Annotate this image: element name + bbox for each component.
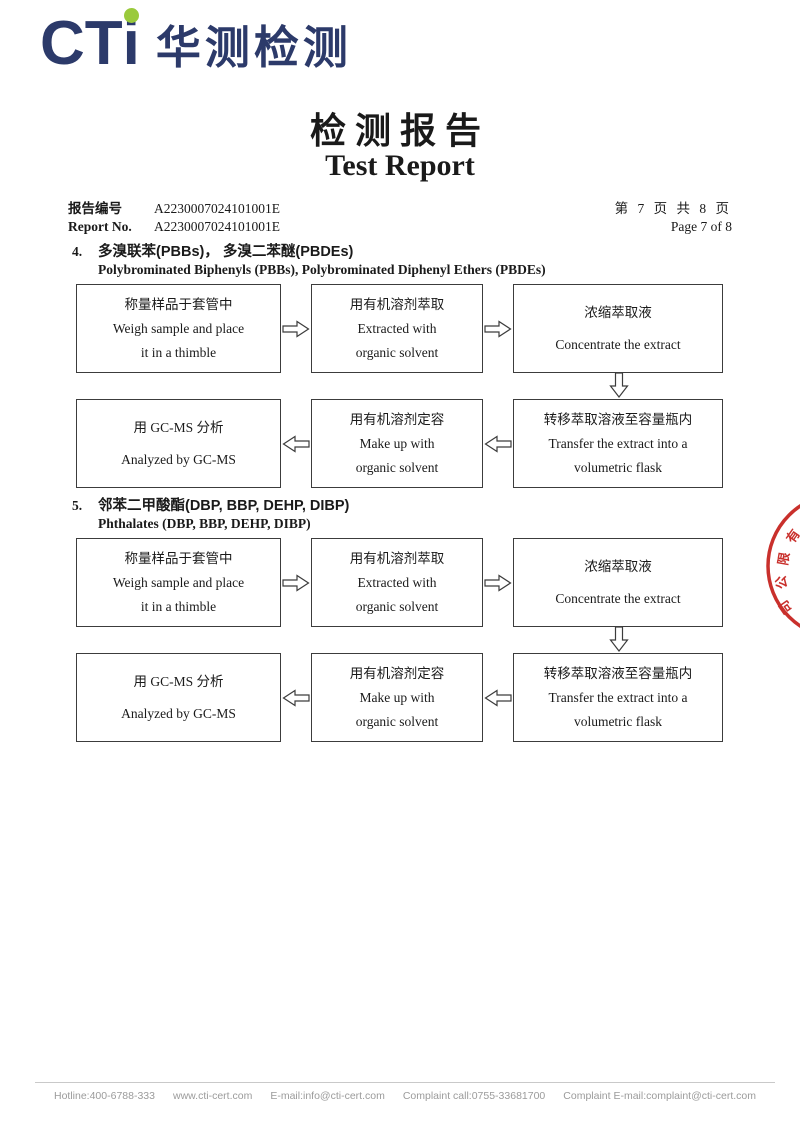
flow-line: Analyzed by GC-MS bbox=[121, 452, 236, 467]
flow-connector-row bbox=[76, 372, 723, 399]
flow-line: 用有机溶剂萃取 bbox=[349, 551, 445, 566]
arrow-right-icon bbox=[281, 573, 311, 592]
report-title-en: Test Report bbox=[325, 149, 475, 182]
flow-line: it in a thimble bbox=[140, 345, 217, 360]
flow-line: Weigh sample and place bbox=[112, 575, 245, 590]
flow-line: 用有机溶剂萃取 bbox=[349, 297, 445, 312]
company-seal-stamp: 有 限 公 司 bbox=[766, 500, 800, 632]
flow-line: Concentrate the extract bbox=[555, 591, 681, 606]
arrow-left-icon bbox=[483, 688, 513, 707]
flow-step-concentrate: 浓缩萃取液 Concentrate the extract bbox=[513, 538, 723, 627]
flow-row-2: 用 GC-MS 分析 Analyzed by GC-MS 用有机溶剂定容 Mak… bbox=[76, 399, 723, 488]
flow-row-2: 用 GC-MS 分析 Analyzed by GC-MS 用有机溶剂定容 Mak… bbox=[76, 653, 723, 742]
flow-line: 转移萃取溶液至容量瓶内 bbox=[543, 666, 693, 681]
page-number-zh: 第 7 页 共 8 页 bbox=[614, 201, 732, 216]
flow-line: Analyzed by GC-MS bbox=[121, 706, 236, 721]
flow-line: organic solvent bbox=[355, 460, 439, 475]
arrow-right-icon bbox=[281, 319, 311, 338]
flow-step-extract: 用有机溶剂萃取 Extracted with organic solvent bbox=[311, 284, 483, 373]
cti-logo: CTi 华测检测 bbox=[40, 8, 352, 75]
flow-line: 称量样品于套管中 bbox=[124, 297, 233, 312]
section-heading-zh: 5.邻苯二甲酸酯(DBP, BBP, DEHP, DIBP) bbox=[72, 498, 350, 514]
flow-line: it in a thimble bbox=[140, 599, 217, 614]
brand-letter-i: i bbox=[122, 9, 140, 78]
seal-char: 有 bbox=[783, 526, 800, 545]
seal-char: 限 bbox=[775, 550, 792, 566]
arrow-down-icon bbox=[609, 626, 629, 657]
company-name-zh: 华测检测 bbox=[155, 21, 352, 73]
flowchart-phthalates: 称量样品于套管中 Weigh sample and place it in a … bbox=[76, 538, 723, 742]
flow-line: Concentrate the extract bbox=[555, 337, 681, 352]
footer-hotline: Hotline:400-6788-333 bbox=[53, 1090, 155, 1102]
flow-step-gcms: 用 GC-MS 分析 Analyzed by GC-MS bbox=[76, 399, 281, 488]
brand-letters: CT bbox=[40, 9, 123, 78]
footer-website: www.cti-cert.com bbox=[172, 1090, 253, 1102]
flow-line: volumetric flask bbox=[573, 460, 663, 475]
report-no-label-zh: 报告编号 bbox=[68, 201, 122, 216]
flow-line: Make up with bbox=[359, 436, 435, 451]
report-title-zh: 检测报告 bbox=[309, 111, 490, 151]
flow-line: 用 GC-MS 分析 bbox=[133, 420, 224, 435]
flow-line: 称量样品于套管中 bbox=[124, 551, 233, 566]
flow-line: Transfer the extract into a bbox=[548, 690, 688, 705]
flow-connector-row bbox=[76, 626, 723, 653]
flow-step-transfer: 转移萃取溶液至容量瓶内 Transfer the extract into a … bbox=[513, 653, 723, 742]
section-heading-en: Polybrominated Biphenyls (PBBs), Polybro… bbox=[98, 262, 546, 277]
flow-step-gcms: 用 GC-MS 分析 Analyzed by GC-MS bbox=[76, 653, 281, 742]
flow-line: 用有机溶剂定容 bbox=[349, 412, 445, 427]
cti-brand-text: CTi bbox=[40, 8, 140, 75]
arrow-down-icon bbox=[609, 372, 629, 403]
report-no-value-zh: A2230007024101001E bbox=[154, 201, 280, 216]
section-heading-en: Phthalates (DBP, BBP, DEHP, DIBP) bbox=[98, 516, 311, 531]
flow-step-concentrate: 浓缩萃取液 Concentrate the extract bbox=[513, 284, 723, 373]
flow-line: 用有机溶剂定容 bbox=[349, 666, 445, 681]
footer-complaint-email: Complaint E-mail:complaint@cti-cert.com bbox=[563, 1090, 756, 1102]
flow-step-transfer: 转移萃取溶液至容量瓶内 Transfer the extract into a … bbox=[513, 399, 723, 488]
flow-line: organic solvent bbox=[355, 714, 439, 729]
flow-line: Weigh sample and place bbox=[112, 321, 245, 336]
page-number-en: Page 7 of 8 bbox=[670, 219, 732, 234]
report-no-value-en: A2230007024101001E bbox=[154, 219, 280, 234]
arrow-right-icon bbox=[483, 573, 513, 592]
flow-line: Make up with bbox=[359, 690, 435, 705]
flow-line: 用 GC-MS 分析 bbox=[133, 674, 224, 689]
arrow-right-icon bbox=[483, 319, 513, 338]
flow-line: organic solvent bbox=[355, 345, 439, 360]
flow-step-makeup: 用有机溶剂定容 Make up with organic solvent bbox=[311, 653, 483, 742]
flow-line: 转移萃取溶液至容量瓶内 bbox=[543, 412, 693, 427]
flow-line: Transfer the extract into a bbox=[548, 436, 688, 451]
page-number-block: 第 7 页 共 8 页 Page 7 of 8 bbox=[615, 200, 732, 236]
report-no-label-en: Report No. bbox=[68, 219, 132, 234]
flow-line: 浓缩萃取液 bbox=[584, 559, 652, 574]
section-number: 5. bbox=[72, 498, 83, 513]
section-number: 4. bbox=[72, 244, 83, 259]
flow-line: 浓缩萃取液 bbox=[584, 305, 652, 320]
seal-char: 公 bbox=[773, 575, 790, 590]
section-heading-zh: 4.多溴联苯(PBBs)， 多溴二苯醚(PBDEs) bbox=[72, 244, 354, 260]
section-pbbs-pbdes: 4.多溴联苯(PBBs)， 多溴二苯醚(PBDEs) Polybrominate… bbox=[0, 243, 800, 488]
section-phthalates: 5.邻苯二甲酸酯(DBP, BBP, DEHP, DIBP) Phthalate… bbox=[0, 497, 800, 742]
page-footer: Hotline:400-6788-333 www.cti-cert.com E-… bbox=[35, 1082, 775, 1102]
flow-line: organic solvent bbox=[355, 599, 439, 614]
arrow-left-icon bbox=[483, 434, 513, 453]
flow-step-extract: 用有机溶剂萃取 Extracted with organic solvent bbox=[311, 538, 483, 627]
flow-row-1: 称量样品于套管中 Weigh sample and place it in a … bbox=[76, 284, 723, 373]
arrow-left-icon bbox=[281, 688, 311, 707]
flow-line: Extracted with bbox=[357, 575, 437, 590]
flow-step-weigh-sample: 称量样品于套管中 Weigh sample and place it in a … bbox=[76, 538, 281, 627]
flow-row-1: 称量样品于套管中 Weigh sample and place it in a … bbox=[76, 538, 723, 627]
flow-step-weigh-sample: 称量样品于套管中 Weigh sample and place it in a … bbox=[76, 284, 281, 373]
flow-line: Extracted with bbox=[357, 321, 437, 336]
flowchart-pbbs-pbdes: 称量样品于套管中 Weigh sample and place it in a … bbox=[76, 284, 723, 488]
arrow-left-icon bbox=[281, 434, 311, 453]
footer-email: E-mail:info@cti-cert.com bbox=[270, 1090, 385, 1102]
report-info-row: 报告编号 A2230007024101001E Report No. A2230… bbox=[68, 200, 732, 236]
flow-step-makeup: 用有机溶剂定容 Make up with organic solvent bbox=[311, 399, 483, 488]
footer-complaint-call: Complaint call:0755-33681700 bbox=[402, 1090, 546, 1102]
flow-line: volumetric flask bbox=[573, 714, 663, 729]
logo-green-dot-icon bbox=[123, 8, 139, 23]
report-number-block: 报告编号 A2230007024101001E Report No. A2230… bbox=[68, 200, 280, 236]
